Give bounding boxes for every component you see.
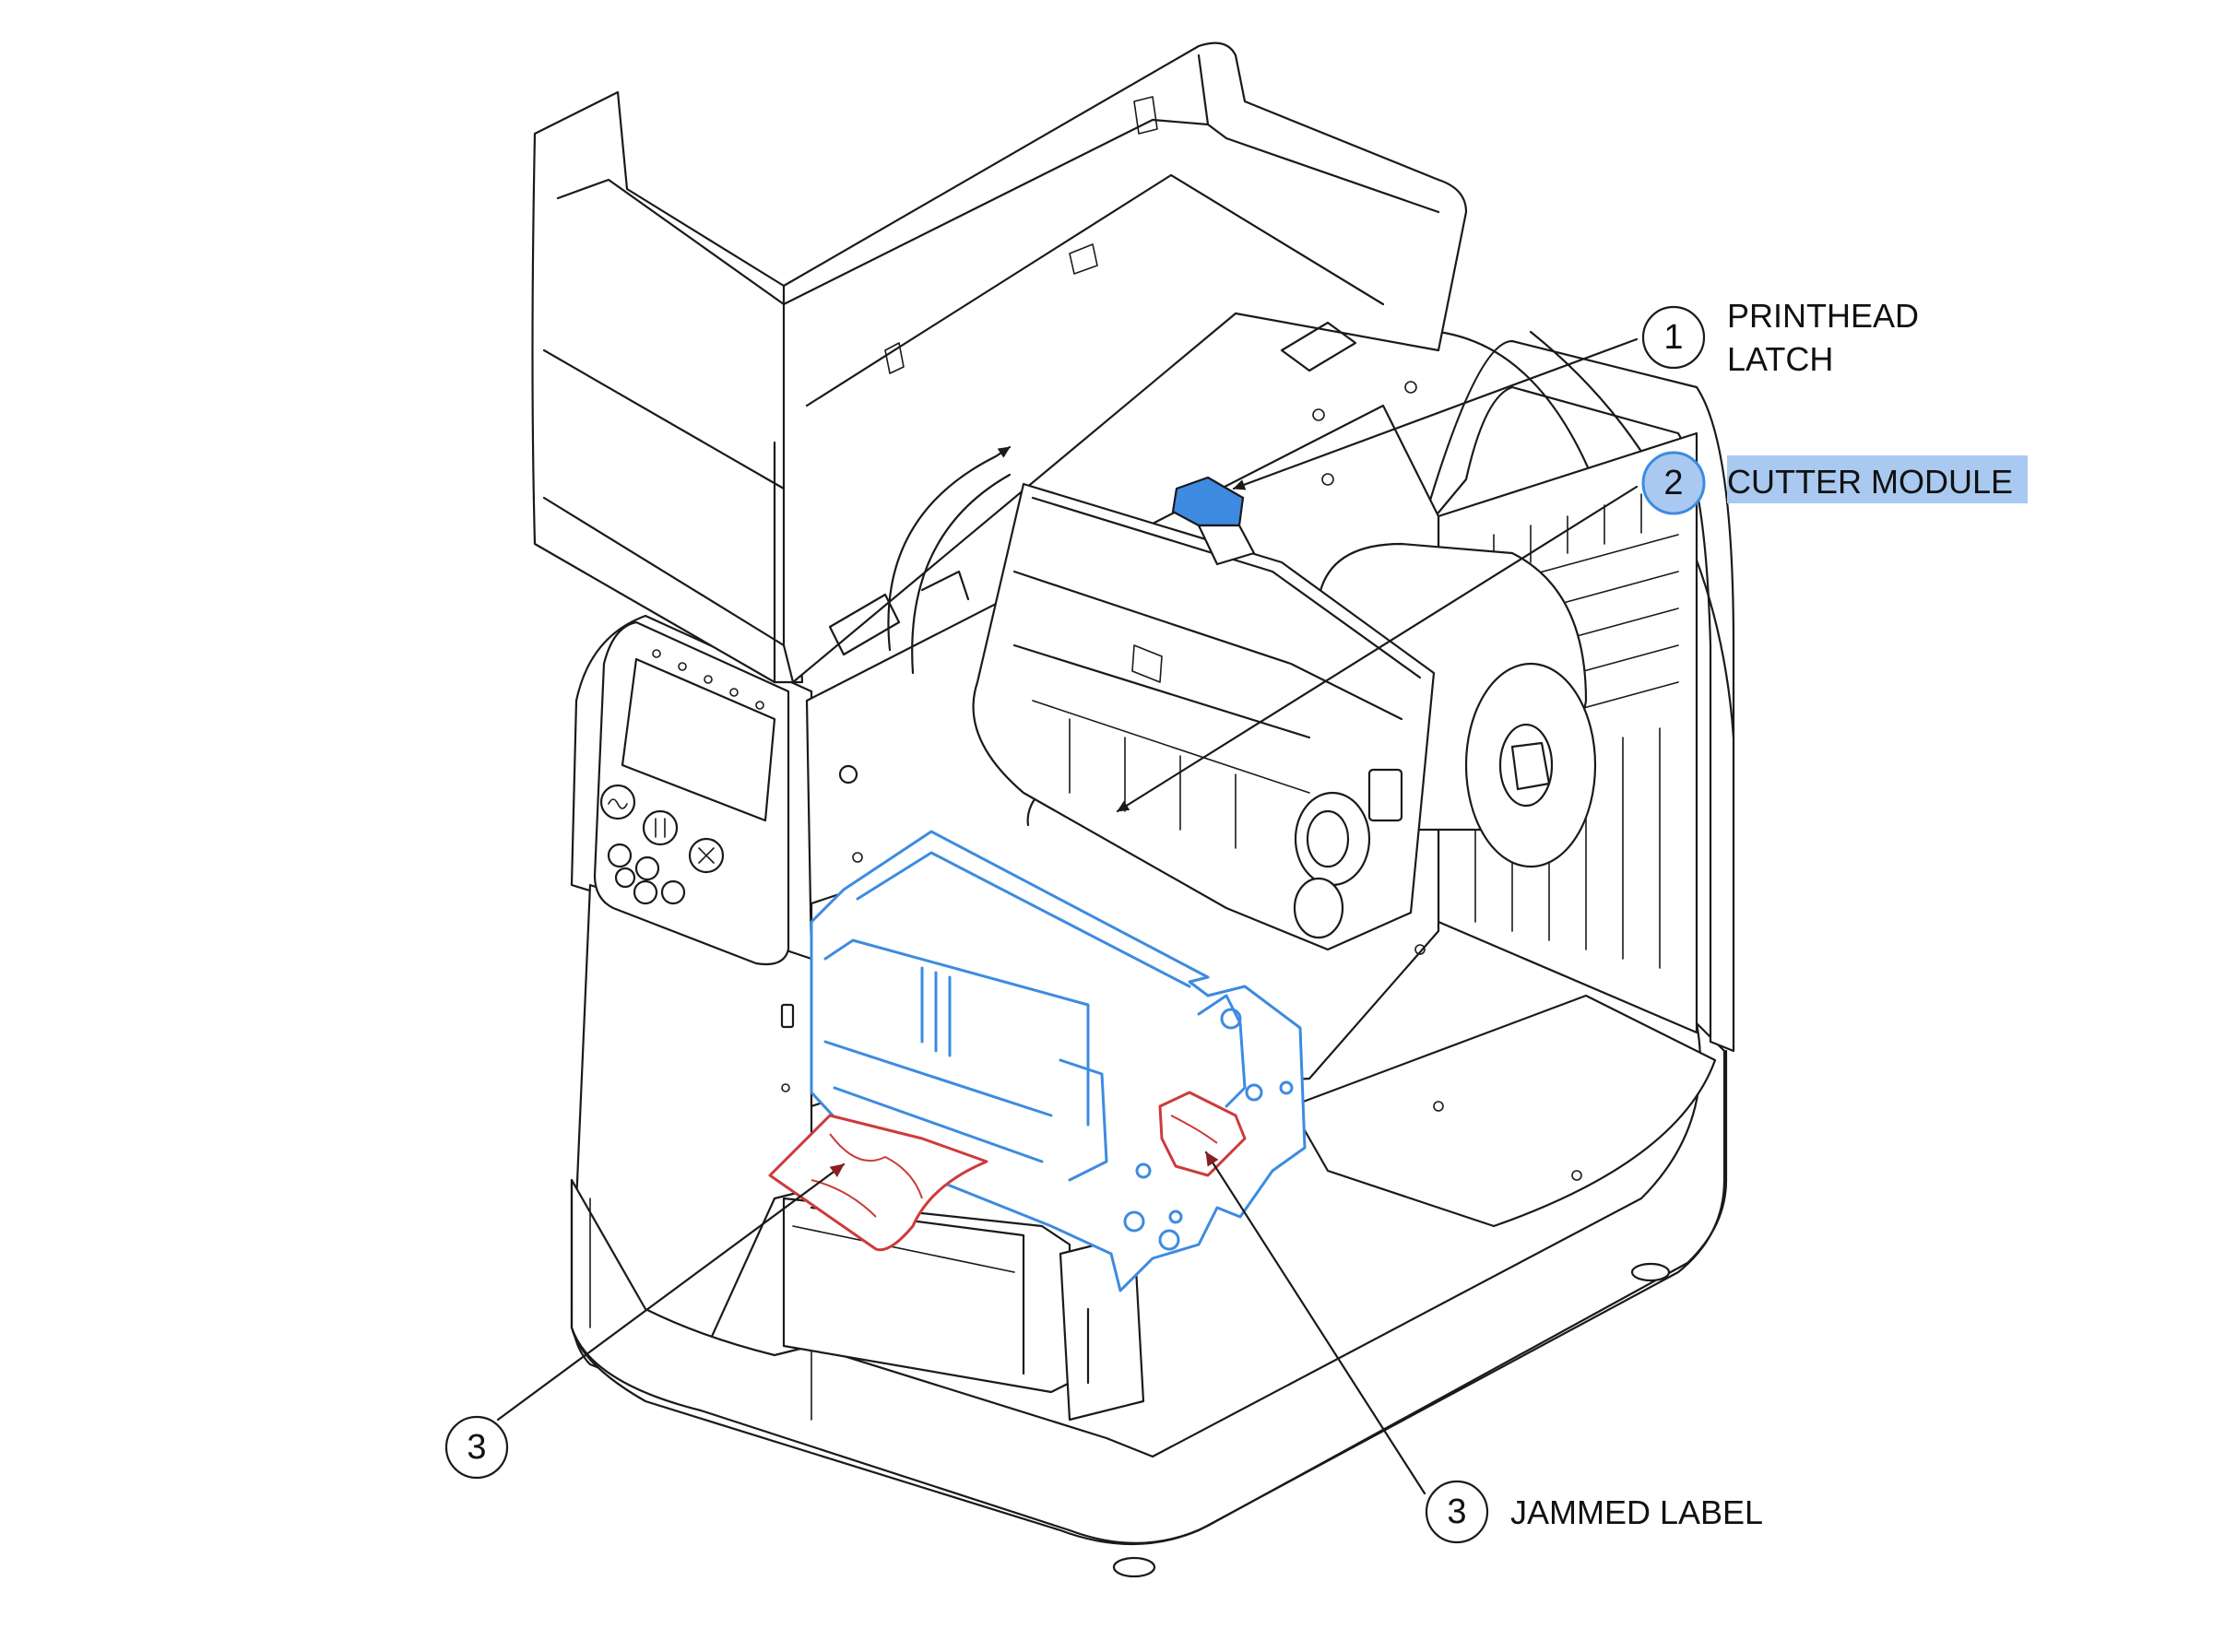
cancel-icon[interactable]	[688, 837, 725, 874]
callout-1-number: 1	[1663, 318, 1683, 357]
callout-3-left-number: 3	[467, 1428, 486, 1467]
printhead-latch	[1171, 476, 1256, 566]
callout-3-right: 3 JAMMED LABEL	[1425, 1480, 1763, 1544]
up-arrow-icon[interactable]	[634, 856, 660, 881]
pause-icon[interactable]	[642, 809, 679, 846]
callout-1-label-line-1: PRINTHEAD	[1727, 297, 1919, 335]
callout-1: 1 PRINTHEAD LATCH	[1641, 297, 1919, 378]
down-arrow-icon[interactable]	[614, 867, 636, 889]
callout-3-left-circle	[444, 1415, 509, 1480]
feed-icon[interactable]	[599, 784, 636, 820]
callout-2-label: CUTTER MODULE	[1727, 463, 2013, 501]
jammed-label-right	[1158, 1091, 1247, 1177]
media-cover-open	[531, 41, 1468, 684]
callout-3-right-number: 3	[1447, 1493, 1466, 1531]
indicator-lights	[652, 649, 764, 710]
printhead-assembly	[972, 476, 1436, 951]
left-arrow-icon[interactable]	[607, 843, 633, 868]
callout-1-circle	[1641, 305, 1706, 370]
callout-3-left: 3	[444, 1415, 509, 1480]
callout-2-number: 2	[1663, 464, 1683, 502]
callout-2-label-highlight	[1727, 455, 2028, 503]
callout-1-label-line-2: LATCH	[1727, 340, 1833, 378]
callout-3-right-circle	[1425, 1480, 1489, 1544]
callout-3-right-label: JAMMED LABEL	[1510, 1493, 1763, 1531]
callout-2: 2 CUTTER MODULE	[1641, 451, 2028, 515]
right-arrow-icon[interactable]	[660, 879, 686, 905]
ok-icon[interactable]	[633, 879, 658, 905]
control-panel	[593, 620, 790, 966]
callout-2-circle	[1641, 451, 1706, 515]
leader-lines	[496, 337, 1639, 1495]
